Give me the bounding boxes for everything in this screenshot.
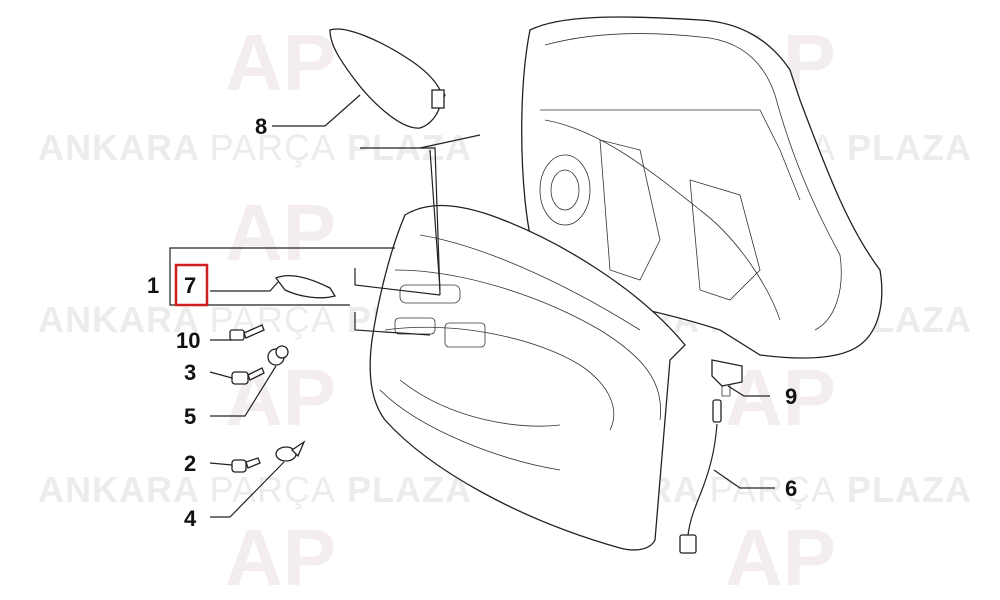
watermark-logo: AP (225, 18, 336, 107)
watermark-logo: AP (225, 513, 336, 600)
svg-text:AP: AP (225, 188, 336, 277)
screw-2-part (231, 457, 261, 473)
watermark-logo: AP (225, 353, 336, 442)
callout-3: 3 (184, 360, 196, 385)
svg-text:AP: AP (725, 513, 836, 600)
callout-9: 9 (785, 384, 797, 409)
screw-10-part (229, 324, 265, 341)
svg-text:AP: AP (225, 513, 336, 600)
callouts: 1 7 10 3 5 2 4 8 9 6 (147, 114, 797, 531)
callout-6: 6 (785, 476, 797, 501)
svg-text:AP: AP (725, 353, 836, 442)
clip-5-part (267, 345, 289, 366)
highlight-box (174, 263, 209, 307)
svg-text:AP: AP (225, 353, 336, 442)
cable-6-part (679, 399, 722, 554)
svg-text:AP: AP (225, 18, 336, 107)
callout-10: 10 (176, 328, 200, 353)
callout-5: 5 (184, 404, 196, 429)
switch-9-part (711, 359, 743, 397)
callout-2: 2 (184, 451, 196, 476)
callout-4: 4 (184, 506, 197, 531)
callout-7: 7 (184, 273, 196, 298)
watermark-brand: ANKARA PARÇA PLAZA (38, 469, 472, 510)
mirror-cover-part (329, 28, 446, 129)
watermark-logo: AP (225, 188, 336, 277)
door-trim-panel (369, 204, 686, 551)
watermark-logo: AP (725, 353, 836, 442)
screw-3-part (231, 367, 265, 385)
watermark-logo: AP (725, 513, 836, 600)
door-frame (521, 16, 883, 359)
callout-1: 1 (147, 273, 159, 298)
clip-4-part (275, 440, 306, 462)
handle-trim-part (274, 274, 337, 299)
callout-8: 8 (255, 114, 267, 139)
panel-connector-lines (354, 134, 481, 336)
leader-lines (169, 94, 775, 518)
